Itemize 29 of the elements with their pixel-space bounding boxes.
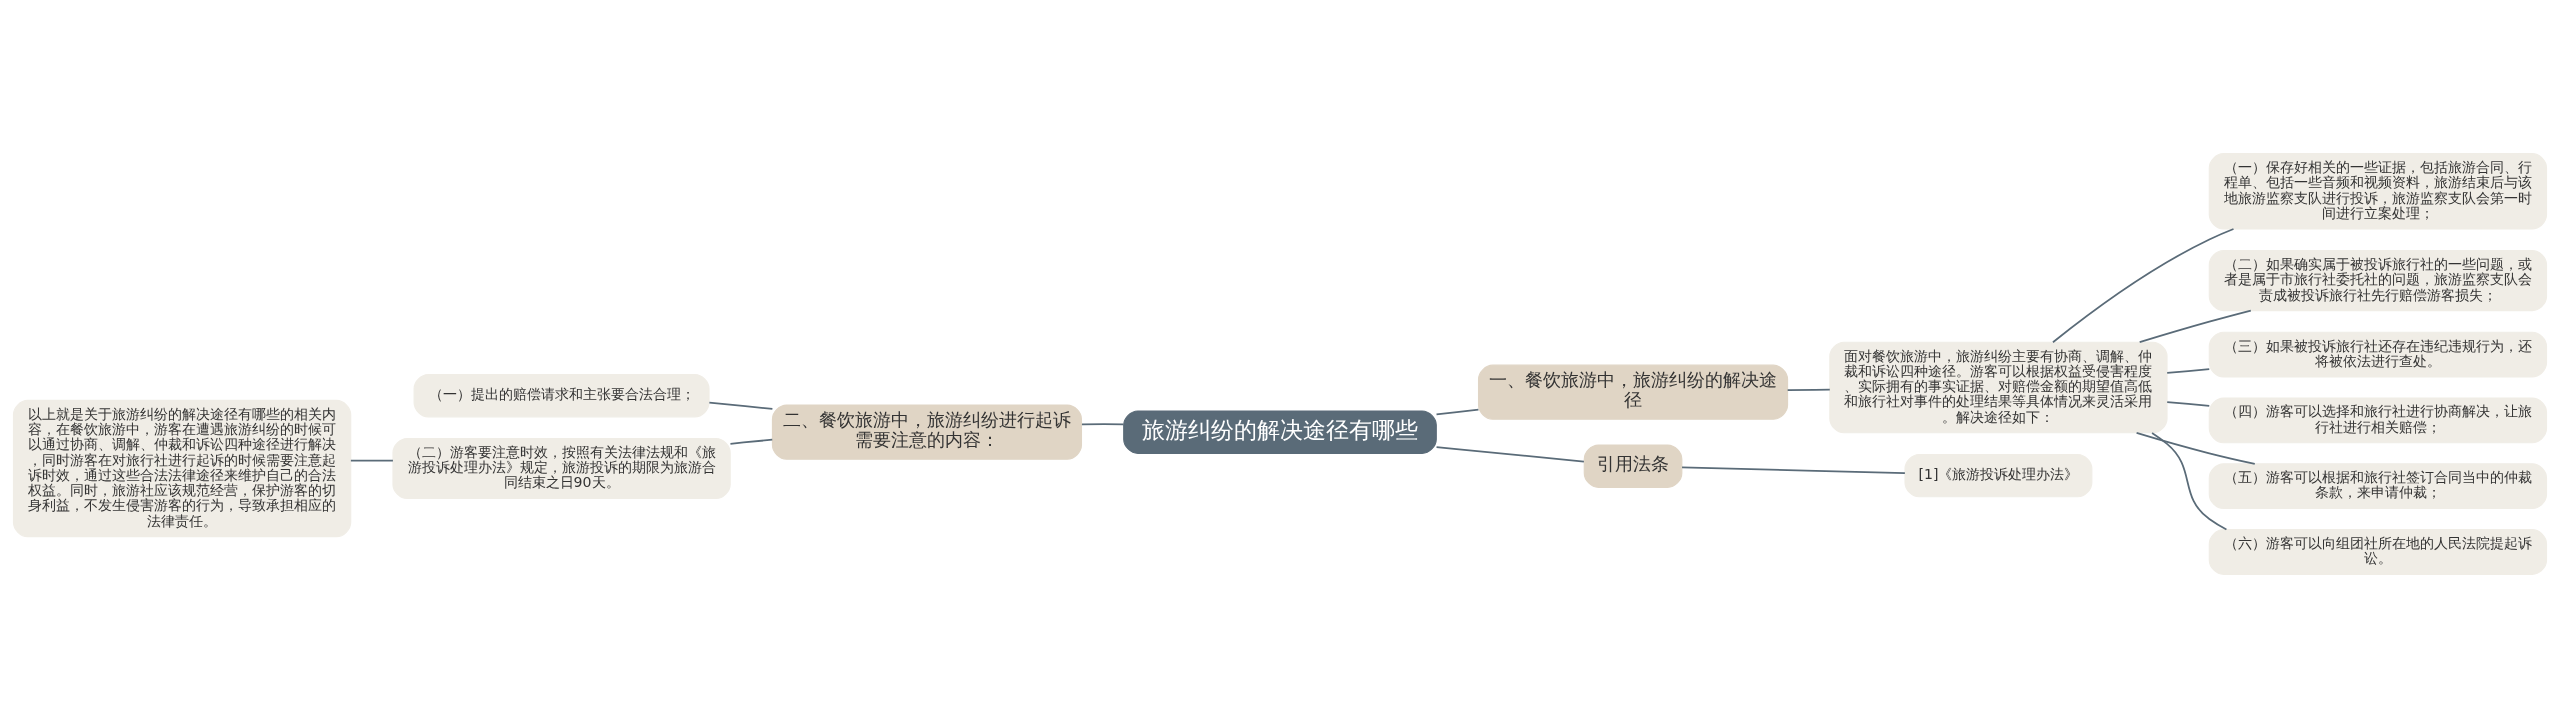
connector xyxy=(2052,227,2235,343)
connector xyxy=(2138,309,2252,343)
node-box: （六）游客可以向组团社所在地的人民法院提起诉讼。 xyxy=(2208,528,2548,575)
node-box: 一、餐饮旅游中，旅游纠纷的解决途径 xyxy=(1477,364,1789,420)
connector xyxy=(1435,408,1480,415)
connector xyxy=(1681,466,1906,474)
node-box: 以上就是关于旅游纠纷的解决途径有哪些的相关内容，在餐饮旅游中，游客在遭遇旅游纠纷的时候可以通过协商、调解、仲裁和诉讼四种途径进行解决，同时游客在对旅行社进行起诉的时候需要注意起诉时效，通过这些合法法律途径来维护自己的合法权益。同时，旅游社应该规范经营，保护游客的切身利益，不发生侵害游客的行为，导致承担相应的法律责任。 xyxy=(12,399,352,537)
node-box: （一）提出的赔偿请求和主张要合法合理； xyxy=(413,373,710,417)
connector xyxy=(2166,400,2211,407)
node-box: （一）保存好相关的一些证据，包括旅游合同、行程单、包括一些音频和视频资料，旅游结束后与该地旅游监察支队进行投诉，旅游监察支队会第一时间进行立案处理； xyxy=(2208,152,2548,229)
node-box: [1]《旅游投诉处理办法》 xyxy=(1904,453,2093,497)
node-box: 引用法条 xyxy=(1583,444,1683,488)
connector xyxy=(729,438,774,445)
connector xyxy=(1435,445,1585,462)
node-box: （三）如果被投诉旅行社还存在违纪违规行为，还将被依法进行查处。 xyxy=(2208,331,2548,377)
node-box: 面对餐饮旅游中，旅游纠纷主要有协商、调解、仲裁和诉讼四种途径。游客可以根据权益受侵害程度、实际拥有的事实证据、对赔偿金额的期望值高低和旅行社对事件的处理结果等具体情况来灵活采用。解决途径如下： xyxy=(1829,341,2168,433)
connector xyxy=(2151,431,2228,530)
connector xyxy=(708,401,774,410)
node-box: 二、餐饮旅游中，旅游纠纷进行起诉需要注意的内容： xyxy=(771,404,1083,460)
node-box: （二）游客要注意时效，按照有关法律法规和《旅游投诉处理办法》规定，旅游投诉的期限为旅游合同结束之日90天。 xyxy=(392,437,731,499)
node-box: 旅游纠纷的解决途径有哪些 xyxy=(1123,409,1437,454)
connector xyxy=(2135,431,2256,465)
connector xyxy=(350,459,394,462)
connector xyxy=(2166,367,2211,374)
connector xyxy=(1081,422,1125,425)
node-box: （五）游客可以根据和旅行社签订合同当中的仲裁条款，来申请仲裁； xyxy=(2208,462,2548,509)
node-box: （四）游客可以选择和旅行社进行协商解决，让旅行社进行相关赔偿； xyxy=(2208,397,2548,443)
connector xyxy=(1786,388,1831,391)
node-box: （二）如果确实属于被投诉旅行社的一些问题，或者是属于市旅行社委托社的问题，旅游监察支队会责成被投诉旅行社先行赔偿游客损失； xyxy=(2208,249,2548,311)
